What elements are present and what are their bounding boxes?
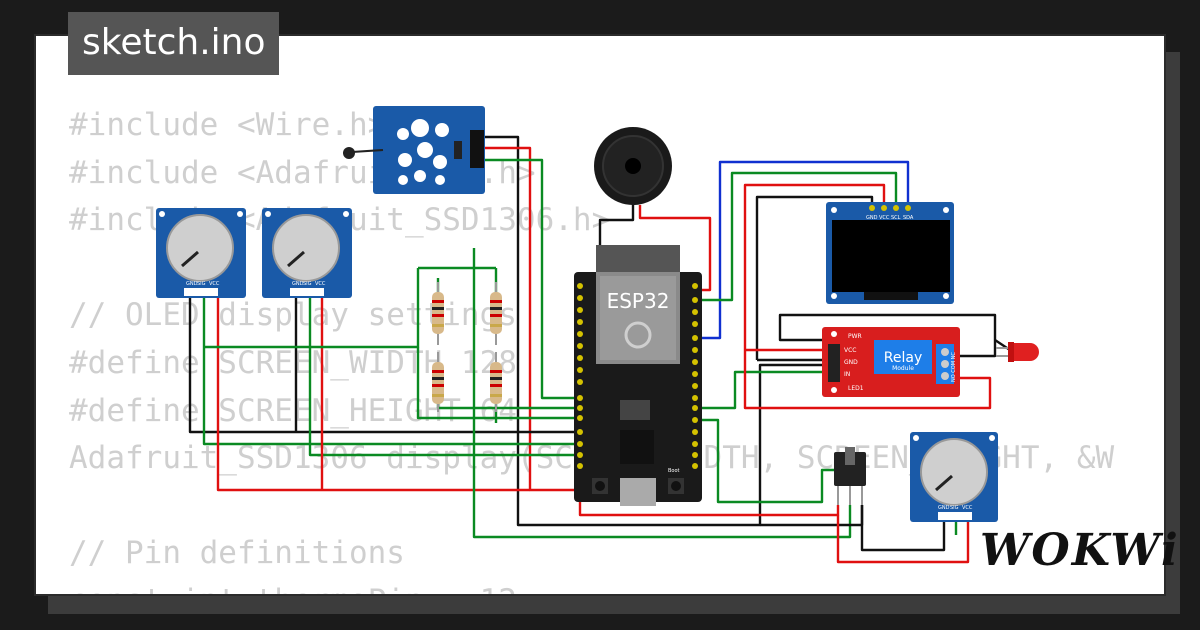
wire (743, 350, 992, 410)
pot1-pin-gnd: GND (186, 281, 198, 287)
pot2-pin-gnd: GND (292, 281, 304, 287)
wire (695, 160, 910, 340)
wire (484, 135, 830, 527)
relay-subtitle: Module (892, 365, 914, 372)
file-tab[interactable]: sketch.ino (68, 12, 280, 75)
resistor (432, 352, 444, 412)
resistor (490, 282, 502, 345)
code-line: const int thermoPin = 12 (69, 583, 517, 594)
wire (484, 146, 580, 492)
relay-terminal-labels: NO COM NC (951, 352, 957, 382)
wires (188, 135, 1011, 564)
relay-pwr-label: PWR (848, 333, 862, 340)
ntc-label: NTC (374, 196, 385, 202)
resistor (490, 352, 502, 412)
esp32-label: ESP32 (607, 289, 670, 313)
relay-title: Relay (884, 350, 922, 366)
resistor (432, 282, 444, 345)
pot1-pin-sig: SIG (197, 281, 206, 287)
wire (695, 418, 842, 504)
potentiometer-2[interactable] (262, 208, 352, 298)
pot1-pin-vcc: VCC (209, 281, 220, 287)
espressif-logo-icon (624, 321, 652, 349)
wire (216, 298, 530, 492)
ntc-module: NTC (343, 106, 485, 202)
led-red (996, 342, 1039, 362)
wokwi-logo: WOKWi (980, 525, 1180, 576)
resistors (432, 282, 502, 412)
wire (695, 370, 830, 410)
code-line: #define SCREEN_HEIGHT 64 (69, 392, 517, 429)
wire (416, 347, 580, 420)
wire (598, 200, 635, 245)
potentiometer-3[interactable] (910, 432, 998, 522)
esp32-pins-right (692, 283, 698, 469)
oled-pin-scl: SCL (891, 215, 901, 221)
boot-label: Boot (668, 468, 680, 474)
relay-module: Relay Module VCC GND IN PWR LED1 NO COM … (822, 327, 960, 397)
oled-display: GND VCC SCL SDA (826, 202, 954, 304)
wire (836, 515, 970, 564)
wire (778, 313, 997, 358)
code-line: #include <Wire.h> (69, 107, 387, 143)
buzzer (594, 127, 672, 205)
esp32-board: ESP32 Boot (574, 245, 702, 506)
code-line: // Pin definitions (69, 535, 405, 572)
wire (188, 298, 580, 434)
pot2-pin-sig: SIG (303, 281, 312, 287)
wire (484, 158, 580, 400)
oled-pin-sda: SDA (903, 215, 914, 221)
wire (860, 505, 946, 552)
wire (638, 205, 712, 292)
code-line: #define SCREEN_WIDTH 128 (69, 344, 517, 381)
relay-pin-gnd: GND (844, 359, 858, 366)
relay-pin-in: IN (844, 371, 850, 378)
wire (743, 183, 886, 350)
oled-pin-vcc: VCC (879, 215, 890, 221)
oled-pin-gnd: GND (866, 215, 878, 221)
pot3-pin-vcc: VCC (962, 505, 973, 511)
pot3-pin-gnd: GND (938, 505, 950, 511)
wire (308, 298, 580, 457)
wire (436, 400, 580, 410)
en-button[interactable] (595, 481, 605, 491)
wire (695, 171, 898, 302)
wire (202, 298, 580, 446)
wire (472, 248, 852, 539)
pot2-pin-vcc: VCC (315, 281, 326, 287)
relay-led1-label: LED1 (848, 385, 864, 392)
boot-button[interactable] (671, 481, 681, 491)
potentiometer-1[interactable] (156, 208, 246, 298)
slide-switch[interactable] (834, 447, 866, 505)
thermistor-icon (343, 147, 355, 159)
relay-pin-vcc: VCC (844, 347, 856, 354)
wire (578, 490, 840, 517)
esp32-pins-left (577, 283, 583, 469)
pot3-pin-sig: SIG (950, 505, 959, 511)
